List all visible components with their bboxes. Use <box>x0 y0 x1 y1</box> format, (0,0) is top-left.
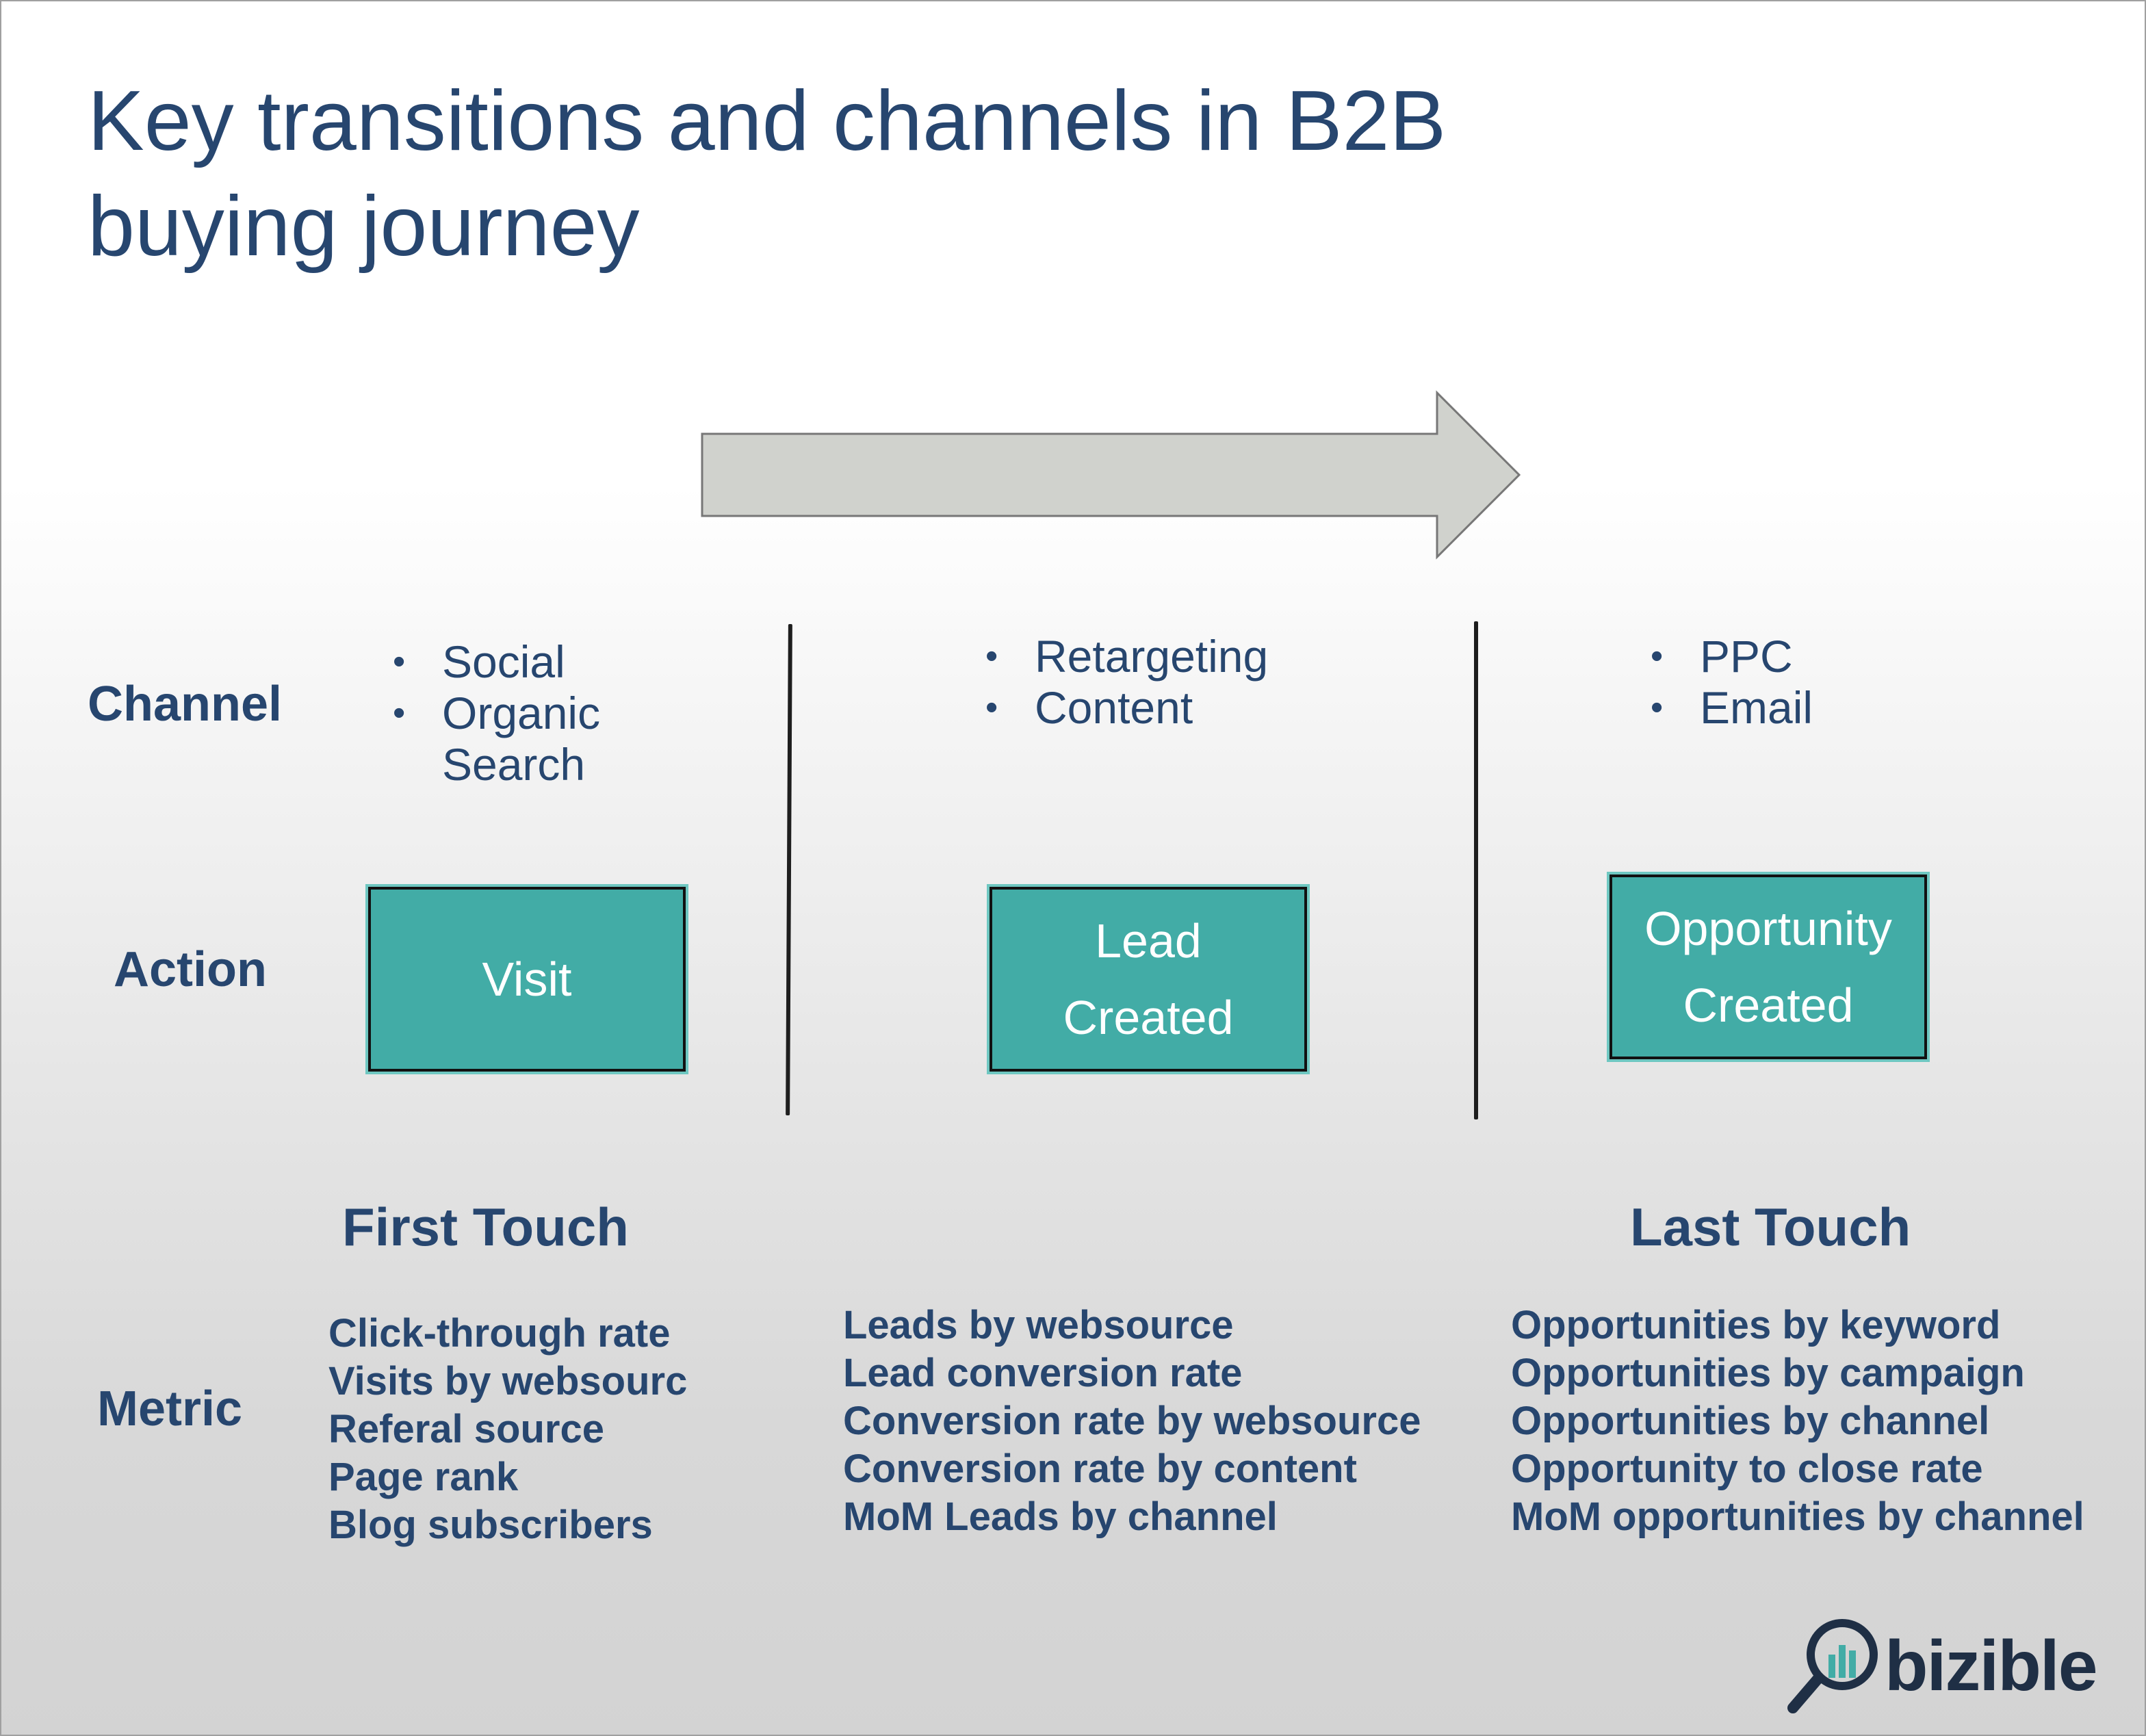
metric-item: MoM Leads by channel <box>843 1494 1278 1539</box>
journey-arrow <box>701 390 1521 560</box>
metric-list-lead: Leads by websource Lead conversion rate … <box>843 1301 1421 1541</box>
action-box-lead-created: Lead Created <box>990 887 1307 1072</box>
action-label-line-1: Opportunity <box>1644 902 1892 955</box>
channel-item: PPC <box>1651 631 1813 682</box>
action-box-visit: Visit <box>368 887 686 1072</box>
metric-item: Visits by websourc <box>328 1359 688 1403</box>
stage-divider <box>1474 621 1478 1119</box>
channel-list-lead: Retargeting Content <box>985 631 1268 734</box>
channel-item: Email <box>1651 682 1813 734</box>
row-label-channel: Channel <box>88 677 283 731</box>
channel-item: Retargeting <box>985 631 1268 682</box>
metric-item: Conversion rate by content <box>843 1447 1357 1491</box>
channel-list-first-touch: Social Organic Search <box>393 636 600 790</box>
row-label-metric: Metric <box>97 1382 243 1436</box>
channel-list-last-touch: PPC Email <box>1651 631 1813 734</box>
metric-item: Opportunities by campaign <box>1511 1351 2025 1395</box>
last-touch-label: Last Touch <box>1630 1197 1911 1257</box>
action-label: Visit <box>482 953 572 1006</box>
action-box-opportunity-created: Opportunity Created <box>1609 875 1927 1059</box>
title-line-2: buying journey <box>88 179 640 274</box>
channel-item: Content <box>985 682 1268 734</box>
channel-item channel-item-continuation: Search <box>442 739 586 790</box>
diagram-title: Key transitions and channels in B2B buyi… <box>88 68 1446 279</box>
row-label-action: Action <box>114 942 267 997</box>
metric-item: Click-through rate <box>328 1311 671 1356</box>
metric-item: Referal source <box>328 1407 604 1451</box>
bizible-logo: bizible <box>1786 1615 2098 1718</box>
action-label-line-2: Created <box>1683 979 1854 1032</box>
metric-item: Lead conversion rate <box>843 1351 1243 1395</box>
journey-arrow-shape <box>701 390 1521 560</box>
title-line-1: Key transitions and channels in B2B <box>88 74 1447 168</box>
metric-list-first-touch: Click-through rate Visits by websourc Re… <box>328 1310 687 1549</box>
action-label-line-2: Created <box>1063 991 1234 1044</box>
metric-item: Opportunities by channel <box>1511 1399 1990 1443</box>
metric-item: Opportunities by keyword <box>1511 1303 2001 1347</box>
logo-wordmark: bizible <box>1885 1626 2098 1706</box>
metric-item: Opportunity to close rate <box>1511 1447 1983 1491</box>
action-label-line-1: Lead <box>1095 914 1202 968</box>
stage-divider <box>786 623 792 1116</box>
metric-item: Blog subscribers <box>328 1503 653 1547</box>
metric-item: Leads by websource <box>843 1303 1234 1347</box>
channel-item: Organic <box>393 688 600 739</box>
metric-item: MoM opportunities by channel <box>1511 1494 2084 1539</box>
first-touch-label: First Touch <box>342 1197 629 1257</box>
magnifier-bar-chart-icon <box>1787 1619 1878 1713</box>
metric-item: Conversion rate by websource <box>843 1399 1421 1443</box>
metric-item: Page rank <box>328 1455 519 1499</box>
metric-list-last-touch: Opportunities by keyword Opportunities b… <box>1511 1301 2084 1541</box>
channel-item: Social <box>393 636 600 688</box>
